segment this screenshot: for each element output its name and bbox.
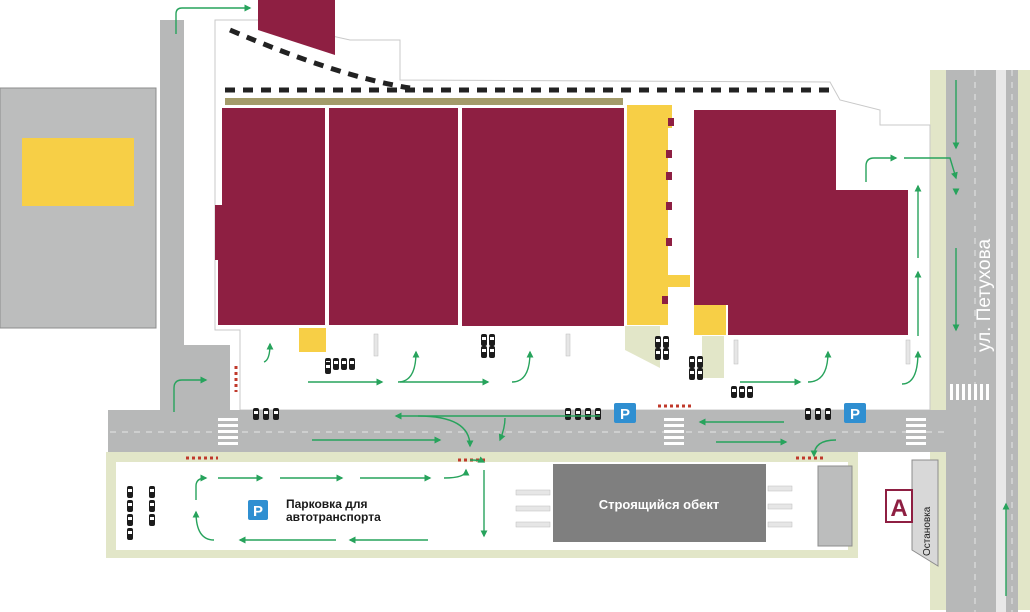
annex-yellow <box>299 328 326 352</box>
parking-sign-icon <box>248 403 866 520</box>
construction-side-block <box>817 465 853 547</box>
building-1 <box>215 108 325 325</box>
platform-strip <box>225 98 623 105</box>
construction-site <box>553 464 766 542</box>
direction-arrow-icon <box>173 4 1010 596</box>
parking-sign-letter-2: P <box>850 406 860 423</box>
building-3 <box>462 108 624 326</box>
lawn-right <box>1018 70 1030 610</box>
parking-sign-letter-1: P <box>620 406 630 423</box>
bus-stop-label: Остановка <box>922 506 933 556</box>
crosswalk-icon <box>218 384 989 445</box>
loading-area <box>625 326 660 368</box>
neighbor-block <box>0 87 157 329</box>
building-top-corner <box>258 0 335 55</box>
street-median <box>996 70 1006 612</box>
entrance-block <box>702 336 724 378</box>
building-yellow-small <box>694 305 726 335</box>
parking-sign-letter-3: P <box>253 503 263 520</box>
street-label: ул. Петухова <box>974 239 995 352</box>
parking-title-line2: автотранспорта <box>286 510 381 524</box>
building-2 <box>329 108 458 325</box>
building-4 <box>694 110 908 335</box>
construction-label: Строящийся обект <box>599 497 720 512</box>
dock-doors <box>662 118 674 304</box>
curb-markers <box>373 333 911 528</box>
railway-curve <box>229 27 411 91</box>
neighbor-building <box>22 138 134 206</box>
building-yellow <box>627 105 690 325</box>
bus-stop-icon <box>885 489 913 523</box>
parking-title-line1: Парковка для <box>286 497 367 511</box>
bus-stop-letter: A <box>890 495 907 522</box>
